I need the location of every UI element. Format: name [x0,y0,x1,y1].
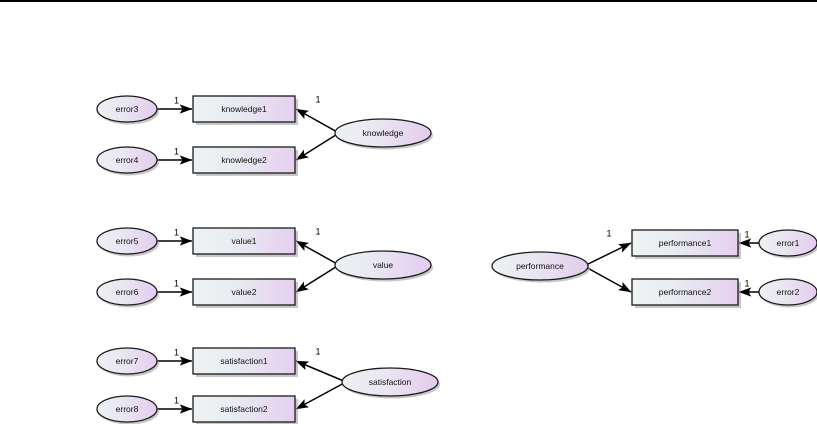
node-label: error8 [116,404,139,414]
error-node-error8[interactable]: error8 [97,396,159,424]
node-label: satisfaction1 [220,356,268,366]
node-layer: knowledge1knowledge2error3error4knowledg… [97,96,817,424]
edge-weight-label: 1 [174,347,179,357]
node-label: performance [516,261,564,271]
error-node-error7[interactable]: error7 [97,348,159,377]
error-node-error5[interactable]: error5 [97,228,159,257]
node-label: satisfaction [369,377,412,387]
node-label: performance2 [659,287,712,297]
latent-node-performance[interactable]: performance [492,252,590,283]
edge-weight-label: 1 [174,95,179,105]
node-label: knowledge1 [221,104,267,114]
edge-latent-to-indicator [584,266,631,292]
indicator-node-value2[interactable]: value2 [193,279,298,308]
node-label: error1 [777,238,800,248]
edge-latent-to-indicator [296,241,339,265]
latent-node-knowledge[interactable]: knowledge [335,119,433,150]
node-label: value1 [231,236,256,246]
node-label: value2 [231,287,256,297]
edge-latent-to-indicator [584,243,631,266]
indicator-node-knowledge1[interactable]: knowledge1 [193,96,298,125]
node-label: error3 [116,104,139,114]
error-node-error3[interactable]: error3 [97,96,159,125]
indicator-node-knowledge2[interactable]: knowledge2 [193,147,298,176]
indicator-node-performance1[interactable]: performance1 [632,230,741,259]
edge-weight-label: 1 [174,395,179,405]
edge-loading-label: 1 [315,346,320,356]
error-node-error1[interactable]: error1 [759,230,817,259]
node-label: knowledge2 [221,155,267,165]
edge-latent-to-indicator [296,133,339,160]
edge-latent-to-indicator [296,382,346,409]
node-label: performance1 [659,238,712,248]
edge-weight-label: 1 [174,146,179,156]
node-label: value [373,260,394,270]
node-label: knowledge [363,128,404,138]
edge-latent-to-indicator [296,265,339,292]
error-node-error2[interactable]: error2 [759,279,817,308]
node-label: satisfaction2 [220,404,268,414]
edge-loading-label: 1 [606,228,611,238]
edge-latent-to-indicator [296,109,339,133]
error-node-error4[interactable]: error4 [97,147,159,176]
edge-loading-label: 1 [315,94,320,104]
edge-weight-label: 1 [744,278,749,288]
edge-latent-to-indicator [296,361,346,382]
edge-weight-label: 1 [174,227,179,237]
edge-loading-label: 1 [315,226,320,236]
edge-weight-label: 1 [174,278,179,288]
error-node-error6[interactable]: error6 [97,279,159,308]
latent-node-value[interactable]: value [335,251,433,282]
edge-weight-label: 1 [744,229,749,239]
node-label: error7 [116,356,139,366]
indicator-node-satisfaction1[interactable]: satisfaction1 [193,348,298,377]
indicator-node-satisfaction2[interactable]: satisfaction2 [193,396,298,424]
indicator-node-value1[interactable]: value1 [193,228,298,257]
indicator-node-performance2[interactable]: performance2 [632,279,741,308]
latent-node-satisfaction[interactable]: satisfaction [342,368,440,399]
node-label: error2 [777,287,800,297]
node-label: error6 [116,287,139,297]
node-label: error4 [116,155,139,165]
node-label: error5 [116,236,139,246]
